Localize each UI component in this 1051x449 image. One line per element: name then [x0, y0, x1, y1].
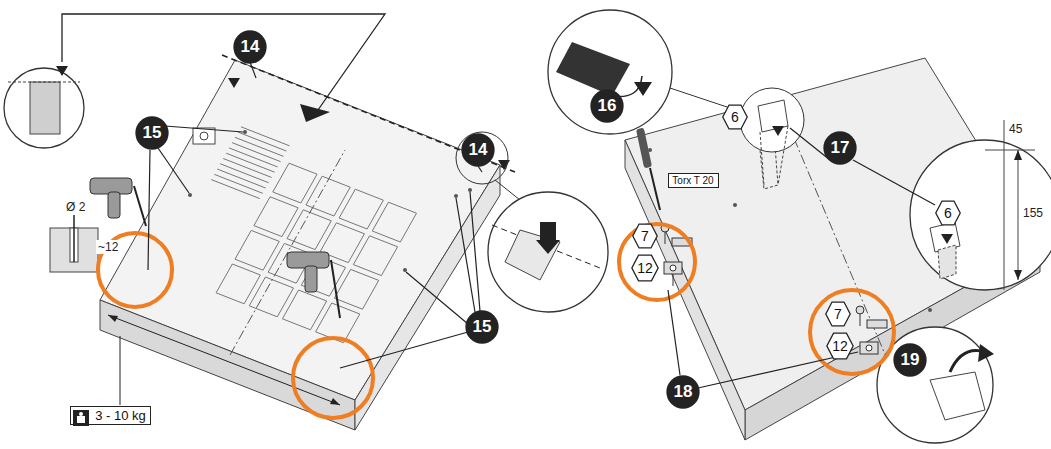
zoom-circle — [548, 10, 672, 134]
hole-mark — [188, 130, 472, 272]
dimension-label: 45 — [1007, 122, 1024, 136]
callout-circle: 15 — [465, 310, 499, 344]
callout-fill — [461, 133, 494, 166]
label-text: Torx T 20 — [672, 175, 714, 186]
part-hexagon: 7 — [632, 223, 658, 249]
callout-circle: 15 — [135, 116, 169, 150]
callout-number: 6 — [935, 205, 961, 221]
pattern-square — [353, 236, 397, 276]
callout-circle: 14 — [233, 30, 267, 64]
hexagon-outline — [936, 201, 960, 225]
hexagon-outline — [723, 105, 747, 129]
zoom-circle — [740, 88, 804, 152]
callout-fill — [590, 89, 623, 122]
callout-number: 7 — [632, 228, 658, 244]
pattern-square — [372, 202, 416, 242]
edge-detail — [30, 82, 60, 134]
callout-fill — [893, 343, 926, 376]
callout-fill — [233, 30, 266, 63]
weight-icon — [73, 410, 89, 426]
pointer-arrow — [300, 104, 330, 122]
callout-circle: 18 — [666, 375, 700, 409]
callout-number: 12 — [631, 260, 659, 276]
label-box: 3 - 10 kg — [70, 406, 151, 425]
down-arrow — [228, 78, 240, 88]
dimension-line — [108, 315, 340, 405]
zoom-circle — [488, 192, 608, 312]
callout-number: 14 — [233, 37, 267, 57]
hexagon-outline — [632, 255, 658, 281]
callout-number: 16 — [590, 96, 624, 116]
zoom-circle — [456, 132, 508, 184]
hexagon-outline — [827, 333, 853, 359]
leader-line — [120, 336, 121, 405]
dimension-label: ~12 — [96, 240, 120, 254]
pattern-line — [241, 127, 289, 146]
board-pattern — [160, 127, 425, 343]
zoom-circle — [877, 327, 993, 443]
zoom-circle — [910, 140, 1051, 290]
callout-circle: 14 — [461, 133, 495, 167]
callout-number: 12 — [826, 338, 854, 354]
tape-strip — [556, 42, 630, 96]
callout-number: 18 — [666, 382, 700, 402]
bracket-line — [62, 14, 385, 110]
callout-fill — [823, 131, 856, 164]
screwdriver-icon — [636, 128, 660, 210]
callout-number: 14 — [461, 140, 495, 160]
hexagon-outline — [826, 302, 850, 326]
pattern-square — [334, 269, 378, 309]
part-hexagon: 6 — [935, 200, 961, 226]
callout-number: 17 — [823, 138, 857, 158]
center-line — [230, 150, 345, 355]
callout-circle: 19 — [893, 343, 927, 377]
leader-line — [148, 62, 935, 388]
part-hexagon: 12 — [826, 332, 854, 360]
label-box: Torx T 20 — [668, 173, 719, 188]
callout-fill — [465, 310, 498, 343]
part-hexagon: 7 — [825, 301, 851, 327]
hole-mark — [648, 113, 992, 312]
callout-circle: 17 — [823, 131, 857, 165]
callout-fill — [135, 116, 168, 149]
highlight-circle — [98, 224, 894, 418]
callout-fill — [666, 375, 699, 408]
label-text: 3 - 10 kg — [95, 408, 146, 423]
dimension-label: 155 — [1021, 206, 1045, 220]
callout-circle: 16 — [590, 89, 624, 123]
part-hexagon: 6 — [722, 104, 748, 130]
callout-number: 15 — [465, 317, 499, 337]
drill-icon — [90, 178, 340, 318]
callout-number: 19 — [893, 350, 927, 370]
bracket-part — [193, 128, 215, 144]
part-hexagon: 12 — [631, 254, 659, 282]
dimension-label: Ø 2 — [64, 200, 87, 214]
callout-number: 6 — [722, 109, 748, 125]
callout-number: 7 — [825, 306, 851, 322]
hexagon-outline — [633, 224, 657, 248]
dashed-line — [222, 55, 515, 172]
zoom-circle — [4, 68, 84, 148]
center-line — [780, 105, 900, 390]
callout-number: 15 — [135, 123, 169, 143]
